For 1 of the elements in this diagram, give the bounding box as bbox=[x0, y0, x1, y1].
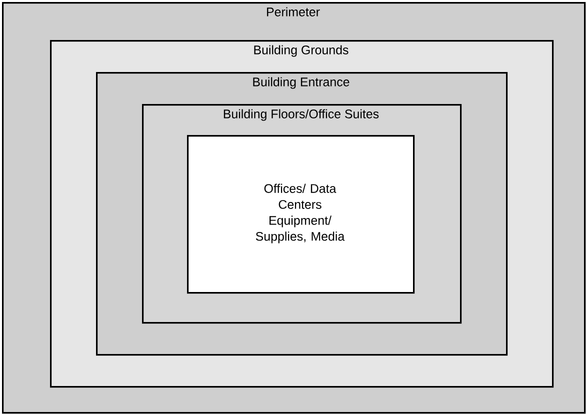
zone-box: Offices/ Data Centers Equipment/ Supplies, Media bbox=[187, 135, 415, 294]
